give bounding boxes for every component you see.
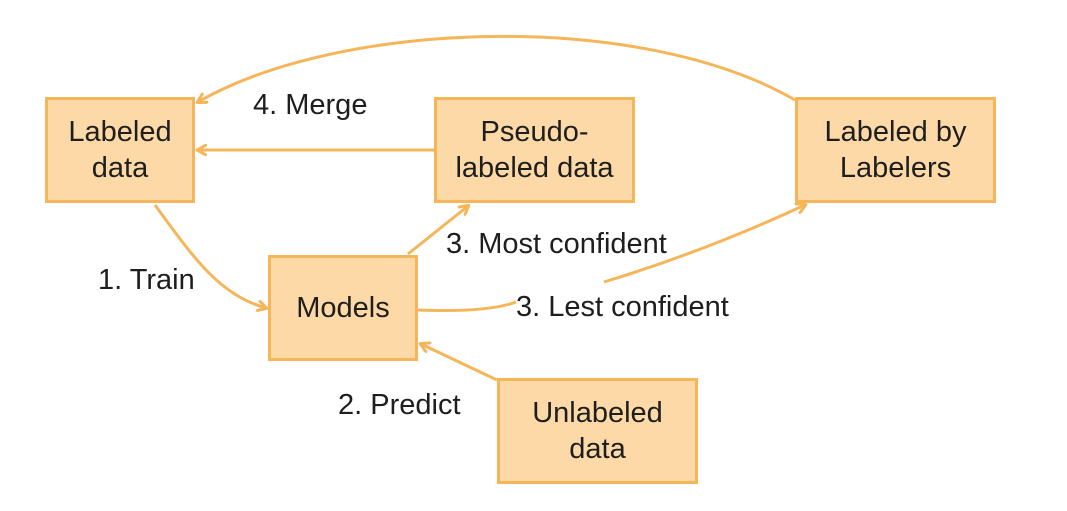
node-models-line-1: Models (296, 292, 390, 324)
node-unlabeled-data: Unlabeled data (497, 378, 698, 484)
node-pseudo-labeled-data: Pseudo- labeled data (434, 97, 635, 203)
arrow-models-to-labelers (417, 205, 805, 313)
node-unlabeled-data-line-1: Unlabeled (532, 397, 663, 429)
node-labeled-by-labelers-line-2: Labelers (839, 152, 952, 184)
arrow-labeled-to-models (153, 204, 266, 308)
arrow-labelers-to-labeled (198, 35, 796, 102)
node-labeled-data-line-2: data (91, 152, 149, 184)
node-labeled-by-labelers-line-1: Labeled by (824, 116, 967, 148)
node-unlabeled-data-line-2: data (569, 433, 626, 465)
node-labeled-data: Labeled data (45, 97, 195, 203)
node-pseudo-labeled-data-line-2: labeled data (455, 152, 614, 184)
arrow-models-to-pseudo (407, 206, 468, 256)
node-models: Models (268, 255, 418, 361)
edge-label-train: 1. Train (98, 264, 195, 296)
edge-label-lest-confident: 3. Lest confident (516, 291, 729, 323)
node-labeled-data-line-1: Labeled (68, 116, 172, 148)
node-labeled-by-labelers: Labeled by Labelers (795, 97, 996, 203)
arrow-unlabeled-to-models (421, 344, 498, 382)
edge-label-most-confident: 3. Most confident (446, 228, 667, 260)
edge-label-predict: 2. Predict (338, 389, 461, 421)
node-pseudo-labeled-data-line-1: Pseudo- (480, 116, 589, 148)
edge-label-merge: 4. Merge (253, 89, 368, 121)
